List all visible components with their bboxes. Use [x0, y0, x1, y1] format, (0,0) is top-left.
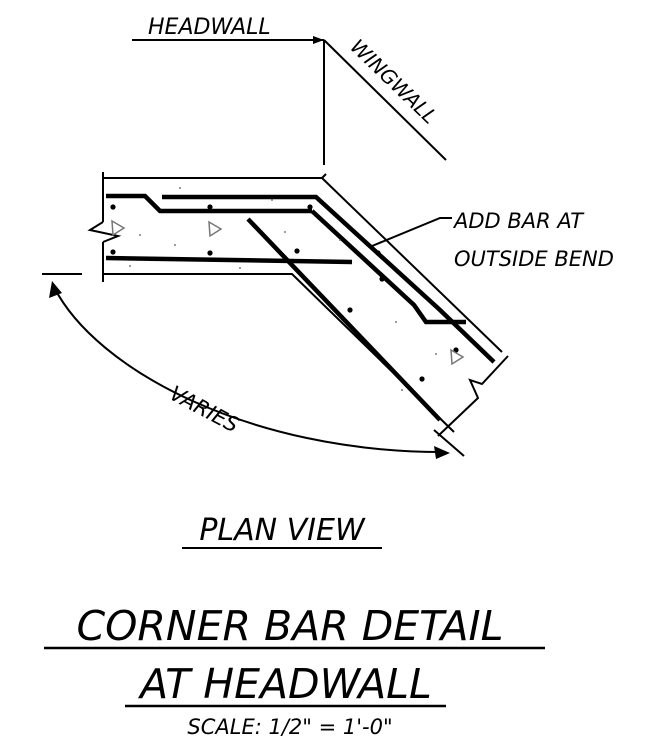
wall-outer-face: [103, 177, 503, 353]
wall-right-break-line: [437, 355, 509, 437]
rebar-dot: [110, 249, 116, 255]
callout-line-1: ADD BAR AT: [452, 209, 585, 233]
rebar-dots: [110, 204, 459, 382]
wall-left-break-symbol: [87, 221, 122, 243]
rebar-dot: [307, 204, 313, 210]
add-bar-outside-bend: [310, 209, 466, 325]
headwall-outer-bar: [106, 193, 312, 214]
concrete-triangle: [111, 219, 126, 237]
rebar-dot: [419, 376, 425, 382]
arc-arrowhead-end: [434, 446, 450, 459]
headwall-inner-bar: [105, 255, 353, 265]
wall-inner-face: [103, 273, 455, 433]
callout-leader: [371, 217, 452, 247]
rebar-dot: [110, 204, 116, 210]
rebar-dot: [379, 276, 385, 282]
detail-title-line-2: AT HEADWALL: [137, 660, 432, 708]
arc-arrowhead-start: [49, 281, 62, 298]
concrete-hatch: [129, 187, 437, 391]
concrete-triangle: [450, 348, 465, 366]
angle-arc: [53, 286, 443, 453]
headwall-arrowhead: [313, 36, 324, 44]
view-title: PLAN VIEW: [199, 513, 366, 548]
angle-dimension: [42, 273, 465, 457]
callout-line-2: OUTSIDE BEND: [454, 247, 614, 271]
dimension-extension-line: [433, 429, 465, 457]
scale-note: SCALE: 1/2" = 1'-0": [187, 715, 392, 739]
headwall-label: HEADWALL: [148, 15, 271, 40]
outer-face-extension: [321, 173, 327, 179]
rebar-dot: [347, 307, 353, 313]
rebar-dot: [207, 204, 213, 210]
rebar-dot: [294, 248, 300, 254]
varies-label: VARIES: [166, 381, 243, 437]
wingwall-outer-bar: [162, 194, 496, 364]
wingwall-label: WINGWALL: [346, 34, 442, 128]
rebar-dot: [375, 250, 381, 256]
wingwall-reference-line: [323, 39, 447, 161]
concrete-triangle-symbols: [111, 219, 465, 366]
wingwall-inner-bar: [246, 217, 442, 422]
rebar-dot: [207, 250, 213, 256]
concrete-triangle: [208, 220, 223, 238]
detail-title-line-1: CORNER BAR DETAIL: [77, 602, 504, 650]
